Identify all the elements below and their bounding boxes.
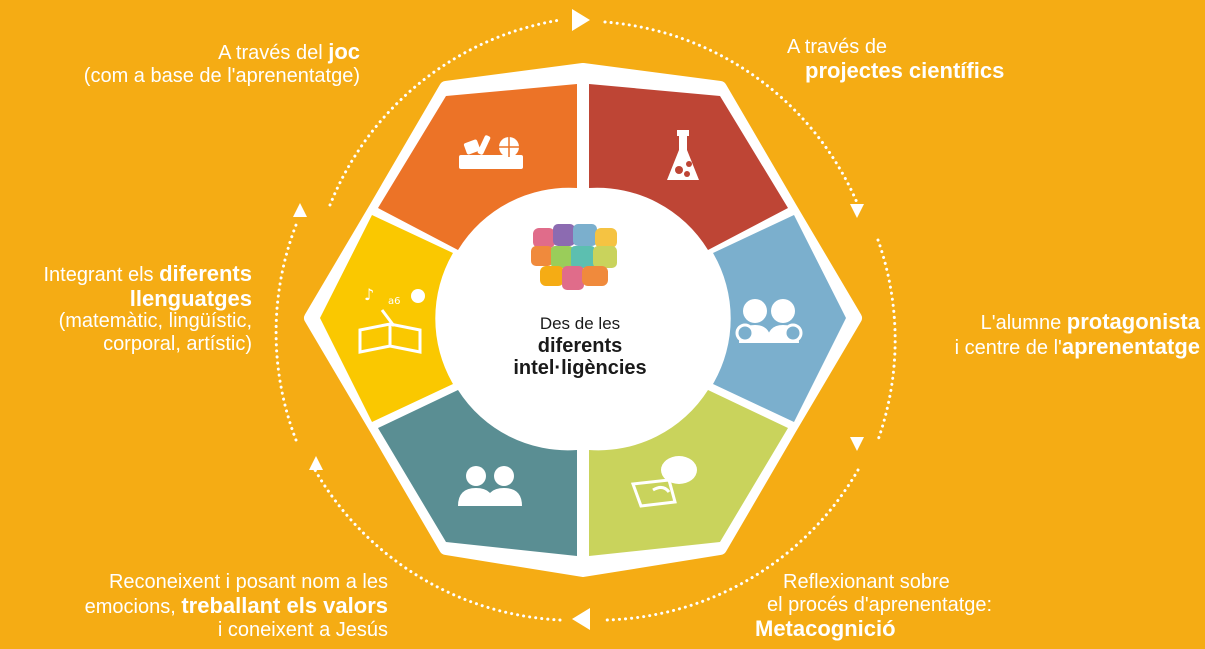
open-book-icon: ♪ a6 bbox=[358, 285, 425, 354]
label-projectes-line1: A través de bbox=[787, 36, 888, 58]
svg-text:a6: a6 bbox=[388, 296, 401, 307]
label-valors-line3: i coneixent a Jesús bbox=[217, 619, 388, 641]
arrow-right-bottom-icon bbox=[850, 437, 864, 451]
label-protagonista-bold: protagonista bbox=[1066, 309, 1200, 334]
label-valors: Reconeixent i posant nom a les emocions,… bbox=[40, 571, 388, 642]
arrow-bottom-icon bbox=[572, 608, 590, 630]
label-llenguatges-bold1: diferents bbox=[159, 261, 252, 286]
label-protagonista: L'alumne protagonista i centre de l'apre… bbox=[900, 310, 1200, 360]
label-aprenentatge-bold: aprenentatge bbox=[1061, 334, 1200, 359]
label-llenguatges: Integrant els diferents llenguatges (mat… bbox=[0, 262, 252, 356]
label-valors-line1: Reconeixent i posant nom a les bbox=[108, 571, 388, 593]
svg-text:♪: ♪ bbox=[364, 285, 374, 304]
label-metacognicio: Reflexionant sobre el procés d'aprenenta… bbox=[755, 571, 1055, 640]
ring-arc-bottom-right bbox=[603, 468, 860, 622]
dotted-ring bbox=[274, 18, 897, 622]
label-joc-line2: (com a base de l'aprenentatge) bbox=[83, 65, 360, 87]
label-projectes-bold: projectes científics bbox=[805, 58, 1005, 83]
label-joc-pre: A través del bbox=[218, 42, 329, 64]
flask-icon bbox=[667, 130, 699, 180]
arrow-top-icon bbox=[572, 9, 590, 31]
center-line3: intel·ligències bbox=[513, 357, 647, 379]
center-line2: diferents bbox=[537, 335, 623, 357]
toys-box-icon bbox=[459, 135, 523, 169]
label-metacognicio-line2: el procés d'aprenentatge: bbox=[767, 594, 993, 616]
center-label: Des de les diferents intel·ligències bbox=[480, 313, 680, 379]
label-valors-bold: treballant els valors bbox=[181, 593, 388, 618]
label-llenguatges-bold2: llenguatges bbox=[129, 286, 252, 311]
label-joc: A través del joc (com a base de l'aprene… bbox=[20, 40, 360, 88]
label-joc-bold: joc bbox=[328, 39, 360, 64]
label-metacognicio-bold: Metacognició bbox=[755, 616, 896, 641]
label-valors-pre: emocions, bbox=[84, 596, 182, 618]
students-check-icon bbox=[735, 299, 803, 343]
speech-bubble-icon bbox=[630, 456, 697, 508]
ring-arc-top-left bbox=[328, 18, 562, 207]
label-protagonista-pre: L'alumne bbox=[980, 312, 1067, 334]
ring-arc-left bbox=[274, 223, 298, 442]
arrow-left-bottom-icon bbox=[309, 456, 323, 470]
ring-arc-top-right bbox=[603, 20, 860, 207]
center-circle bbox=[459, 195, 707, 443]
label-metacognicio-line1: Reflexionant sobre bbox=[783, 571, 950, 593]
ring-arrows bbox=[293, 9, 864, 630]
friends-hug-icon bbox=[458, 466, 522, 506]
brain-puzzle-icon bbox=[531, 224, 617, 290]
label-llenguatges-pre: Integrant els bbox=[43, 264, 160, 286]
arrow-left-top-icon bbox=[293, 203, 307, 217]
label-projectes: A través de projectes científics bbox=[787, 36, 1087, 82]
ring-arc-right bbox=[876, 238, 897, 442]
label-llenguatges-line4: corporal, artístic) bbox=[103, 333, 252, 355]
arrow-right-top-icon bbox=[850, 204, 864, 218]
label-aprenentatge-pre: i centre de l' bbox=[954, 337, 1062, 359]
label-llenguatges-line3: (matemàtic, lingüístic, bbox=[58, 310, 252, 332]
center-line1: Des de les bbox=[539, 314, 621, 333]
